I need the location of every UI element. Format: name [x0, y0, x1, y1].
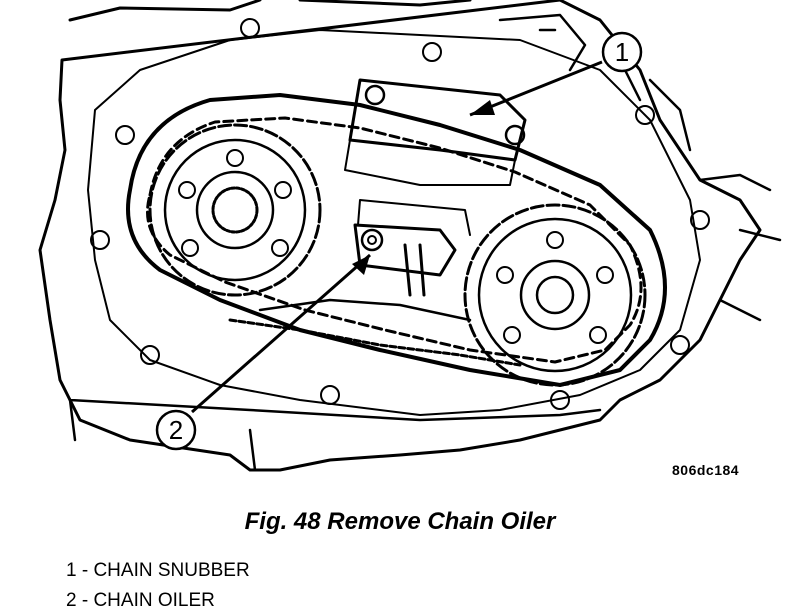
legend-item-chain-oiler: 2 - CHAIN OILER [66, 590, 215, 611]
case-housing-outline [38, 0, 762, 472]
callout-2-leader [191, 253, 371, 414]
left-sprocket [148, 123, 322, 297]
drive-chain-outer [126, 93, 667, 387]
figure-caption: Fig. 48 Remove Chain Oiler [244, 508, 556, 535]
flange-bolt [115, 125, 135, 145]
callout-1-number: 1 [615, 37, 629, 67]
flange-bolt [550, 390, 570, 410]
chain-snubber-shape [344, 78, 527, 186]
lower-chain-guide [258, 298, 472, 322]
flange-bolt [240, 18, 260, 38]
callout-2-number: 2 [169, 415, 183, 445]
flange-bolt [670, 335, 690, 355]
callout-2-arrowhead [352, 255, 370, 275]
callout-2: 2 [155, 253, 371, 451]
callout-1-arrowhead [470, 100, 495, 115]
side-shaft [698, 173, 782, 322]
case-lower-pan [68, 398, 602, 472]
lower-chain-guide [228, 318, 522, 367]
flange-bolt [422, 42, 442, 62]
drive-chain-inner [146, 116, 643, 364]
flange-bolt [90, 230, 110, 250]
legend: 1 - CHAIN SNUBBER 2 - CHAIN OILER [66, 556, 250, 616]
flange-bolt [140, 345, 160, 365]
callout-1: 1 [469, 31, 643, 117]
chain-oiler-shape [353, 199, 471, 297]
legend-item-chain-snubber: 1 - CHAIN SNUBBER [66, 560, 250, 581]
flange-bolt [690, 210, 710, 230]
flange-bolt [320, 385, 340, 405]
flange-bolt [635, 105, 655, 125]
chain-oiler-illustration: 1 2 [38, 0, 782, 472]
upper-bracket [498, 13, 692, 152]
right-sprocket [463, 203, 647, 387]
case-flange [87, 29, 701, 416]
figure-code: 806dc184 [672, 462, 740, 478]
